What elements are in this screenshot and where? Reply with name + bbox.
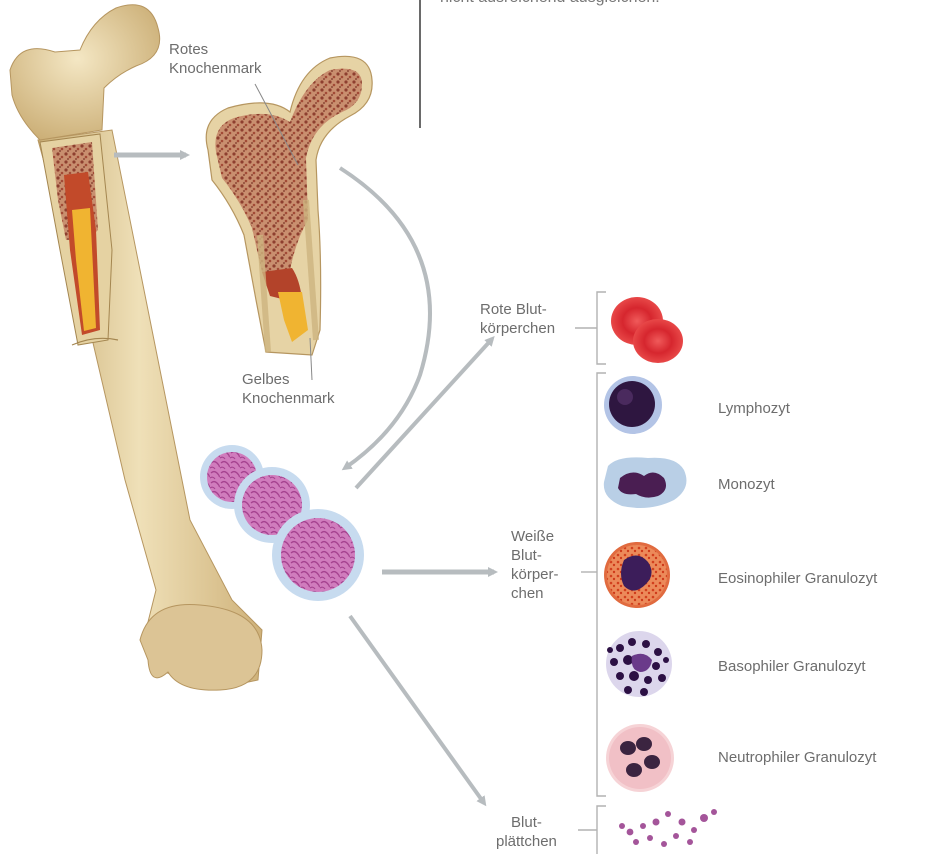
- yellow-marrow-label-line-1: Gelbes: [242, 370, 335, 389]
- yellow-marrow-label-line-2: Knochenmark: [242, 389, 335, 408]
- arrow-to-platelets: [350, 616, 484, 803]
- platelets-bracket: [578, 806, 606, 854]
- lymphocyte-illustration: [604, 376, 662, 434]
- intro-text-fragment: nicht ausreichend ausgleichen.: [440, 0, 660, 8]
- white-cells-bracket: [581, 373, 606, 796]
- red-marrow-label: Rotes Knochenmark: [169, 40, 262, 78]
- monocyte-label: Monozyt: [718, 475, 775, 494]
- white-cells-label-line-1: Weiße: [511, 527, 559, 546]
- red-cells-label-line-2: körperchen: [480, 319, 555, 338]
- yellow-marrow-label: Gelbes Knochenmark: [242, 370, 335, 408]
- red-cells-label-line-1: Rote Blut-: [480, 300, 555, 319]
- white-cells-label-line-4: chen: [511, 584, 559, 603]
- red-blood-cells-illustration: [611, 297, 683, 363]
- neutrophil-illustration: [606, 724, 674, 792]
- neutrophil-label: Neutrophiler Granulozyt: [718, 748, 876, 767]
- platelets-label-line-2: plättchen: [496, 832, 557, 851]
- red-cells-label: Rote Blut- körperchen: [480, 300, 555, 338]
- red-cells-bracket: [575, 292, 606, 364]
- basophil-illustration: [606, 631, 672, 697]
- white-cells-label-line-3: körper-: [511, 565, 559, 584]
- eosinophil-illustration: [604, 542, 670, 608]
- platelets-illustration: [619, 809, 717, 847]
- stem-cells-illustration: [200, 445, 364, 601]
- white-cells-label-line-2: Blut-: [511, 546, 559, 565]
- red-marrow-label-line-2: Knochenmark: [169, 59, 262, 78]
- monocyte-illustration: [604, 457, 687, 508]
- femur-illustration: [10, 5, 262, 690]
- red-marrow-label-line-1: Rotes: [169, 40, 262, 59]
- white-cells-label: Weiße Blut- körper- chen: [511, 527, 559, 603]
- platelets-label: Blut- plättchen: [496, 813, 557, 851]
- basophil-label: Basophiler Granulozyt: [718, 657, 866, 676]
- platelets-label-line-1: Blut-: [496, 813, 557, 832]
- bone-section-illustration: [206, 56, 372, 355]
- sidebar-divider: [419, 0, 421, 128]
- lymphocyte-label: Lymphozyt: [718, 399, 790, 418]
- eosinophil-label: Eosinophiler Granulozyt: [718, 569, 877, 588]
